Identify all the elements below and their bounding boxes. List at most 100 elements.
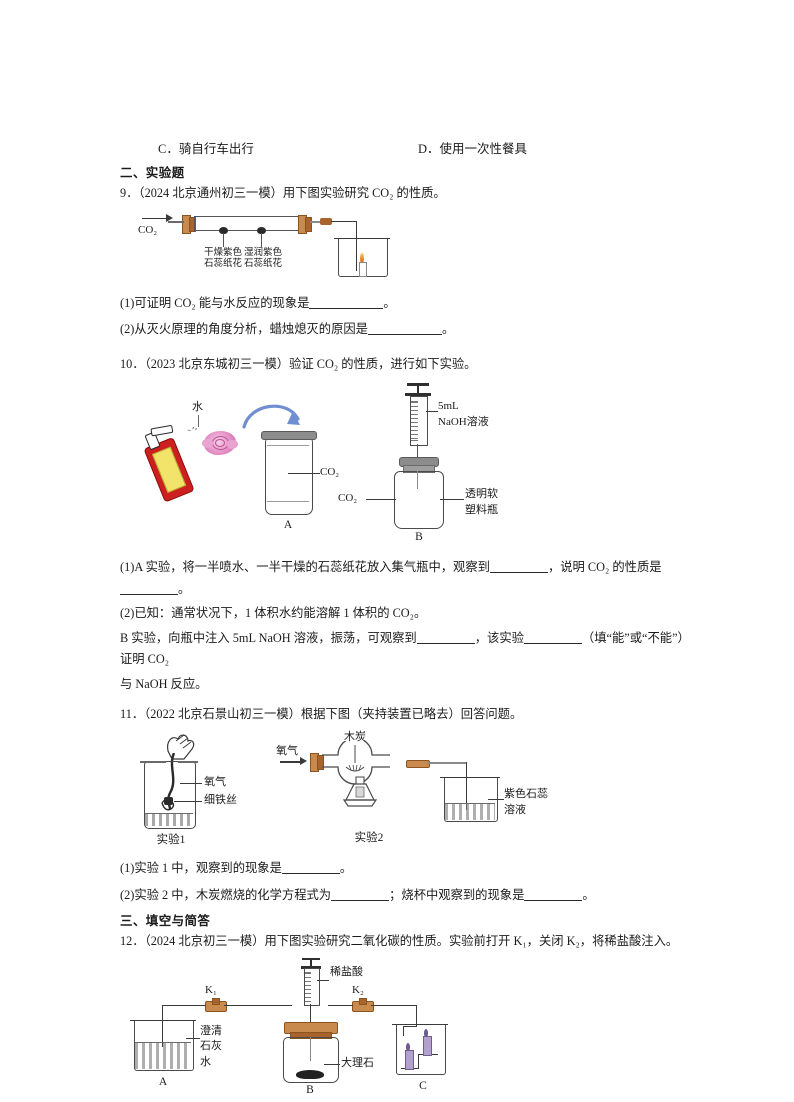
q9-left-nozzle [168, 220, 184, 223]
q9-wet-litmus-flower [257, 226, 266, 234]
q12-limewater-line3: 水 [200, 1055, 211, 1068]
q9-dry-litmus-label: 干燥紫色 石蕊纸花 [192, 248, 254, 271]
q10-sub2-c: （填“能”或“不能”）证明 CO₂ [120, 630, 684, 667]
q12-plunger-top [302, 957, 320, 961]
q10-syringe-leader [426, 411, 438, 413]
q10-sub2-line2: B 实验，向瓶中注入 5mL NaOH 溶液，振荡，可观察到 ，该实验（填“能”或… [120, 628, 688, 671]
q11-delivery-vertical [466, 762, 468, 811]
q10-syringe-volume: 5mL [438, 400, 459, 413]
q9-inlet-label: CO₂ [138, 223, 158, 236]
q10-sub1-blank2[interactable] [120, 593, 178, 595]
q10-sub2-line3: 与 NaOH 反应。 [120, 676, 208, 691]
option-c-text: 骑自行车出行 [178, 142, 254, 156]
q11-sub1-b: 。 [339, 861, 353, 876]
q12-tube-right-outer [371, 1004, 417, 1007]
q11-charcoal-label: 木炭 [344, 731, 366, 744]
q10-sub2: (2)已知：通常状况下，1 体积水约能溶解 1 体积的 CO₂。 [120, 606, 427, 621]
q12-tube-into-a [162, 1004, 163, 1047]
question-11-stem: 11．（2022 北京石景山初三一模）根据下图（夹持装置已略去）回答问题。 [120, 707, 523, 722]
q9-sub2-text: (2)从灭火原理的角度分析，蜡烛熄灭的原因是 [120, 322, 368, 337]
q11-sub2-b: ；烧杯中观察到的现象是 [389, 887, 525, 902]
q10-sub1-blank1[interactable] [489, 572, 548, 574]
q9-sub1-blank[interactable] [309, 307, 384, 309]
q10-bottle-line2: 塑料瓶 [465, 504, 498, 517]
q11-sub2-a: (2)实验 2 中，木炭燃烧的化学方程式为 [120, 887, 332, 902]
q10-water-leader [198, 415, 199, 428]
section-heading-3: 三、填空与简答 [120, 914, 211, 928]
q9-delivery-top [331, 220, 357, 222]
q12-marble-label: 大理石 [341, 1056, 374, 1069]
q10-plunger-top [407, 383, 429, 386]
q12-k2-knob[interactable] [359, 997, 367, 1005]
q9-wet-litmus-label: 湿润紫色 石蕊纸花 [232, 248, 294, 271]
q12-caption-c: C [419, 1079, 427, 1092]
q10-sub1: (1)A 实验，将一半喷水、一半干燥的石蕊纸花放入集气瓶中，观察到，说明 CO₂… [120, 557, 688, 600]
q11-solution-surface [445, 803, 495, 805]
q12-syringe-flange [301, 965, 321, 969]
q10-spray-mist: ˶ʼʼ [186, 424, 199, 437]
q9-dry-litmus-stem [223, 232, 224, 247]
q12-plunger-rod [310, 959, 312, 966]
figure-q11: 氧气 细铁丝 实验1 氧气 木炭 [120, 731, 688, 853]
q12-candle-high [423, 1035, 432, 1056]
q10-needle-inside [417, 471, 418, 490]
q10-bottle-leader [440, 499, 464, 501]
q9-sub1-text: (1)可证明 CO₂ 能与水反应的现象是 [120, 295, 310, 310]
q11-sub1-blank[interactable] [281, 873, 340, 875]
q9-outlet-connector [320, 217, 332, 225]
q12-limewater-line1: 澄清 [200, 1024, 222, 1037]
q12-limewater-line2: 石灰 [200, 1040, 222, 1053]
q11-litmus-line1: 紫色石蕊 [504, 788, 548, 801]
q11-alcohol-lamp [342, 776, 378, 807]
q9-sub2-period: 。 [441, 322, 455, 337]
q10-sub2-blank1[interactable] [416, 642, 475, 644]
q12-needle-inside-b [310, 1036, 311, 1061]
q12-candle-low [405, 1049, 414, 1070]
q10-co2a-leader [288, 473, 320, 475]
q10-bottle-label: 透明软 塑料瓶 [465, 487, 498, 519]
q9-wet-label-line1: 湿润紫色 [243, 247, 282, 258]
q10-sub2-b: ，该实验 [474, 630, 524, 645]
q10-sub2-blank2[interactable] [523, 642, 582, 644]
q12-beaker-a-rim [130, 1019, 196, 1021]
page-content: C．骑自行车出行 D．使用一次性餐具 二、实验题 9．（2024 北京通州初三一… [120, 140, 688, 1102]
q9-sub1-period: 。 [383, 295, 396, 310]
q9-sub2-blank[interactable] [367, 334, 442, 336]
q11-jar-lid-left [140, 761, 166, 764]
q11-delivery-horizontal [427, 762, 467, 764]
q12-k2-label: K₂ [352, 983, 364, 996]
q9-inlet-arrow-shaft [142, 217, 168, 220]
q11-hand-icon [167, 734, 195, 760]
q12-tube-center [310, 1004, 311, 1023]
q12-candle-high-flame [424, 1028, 428, 1037]
q12-candle-low-flame [406, 1042, 410, 1051]
q11-sub2-blank1[interactable] [331, 899, 390, 901]
q11-caption-1: 实验1 [156, 834, 186, 847]
q11-jar-lid-right [178, 761, 198, 764]
figure-q10: ˶ʼʼ 水 CO₂ A [120, 381, 688, 553]
q11-sub2-blank2[interactable] [524, 899, 583, 901]
q12-tube-c-elbow [403, 1025, 417, 1028]
q12-hcl-leader [317, 979, 329, 981]
q9-outlet-tube [310, 220, 326, 223]
q10-water-label: 水 [192, 401, 203, 414]
q10-caption-a: A [283, 519, 293, 532]
q9-wet-litmus-stem [261, 232, 262, 247]
q9-beaker-rim [334, 237, 390, 239]
section-heading-2: 二、实验题 [120, 165, 185, 180]
worksheet-page: C．骑自行车出行 D．使用一次性餐具 二、实验题 9．（2024 北京通州初三一… [120, 142, 684, 1096]
option-d: D．使用一次性餐具 [418, 140, 527, 159]
q11-oxygen1-leader [180, 783, 202, 785]
q12-k1-knob[interactable] [212, 997, 220, 1005]
q10-co2b-leader [366, 499, 396, 501]
q9-dry-litmus-flower [219, 226, 228, 234]
q11-beaker-rim [440, 777, 500, 779]
answer-options-row: C．骑自行车出行 D．使用一次性餐具 [120, 140, 688, 159]
q11-sub2-c: 。 [582, 887, 595, 902]
q11-oxygen2-arrow-shaft [280, 761, 302, 763]
q10-gas-jar-a [265, 437, 313, 516]
question-12-stem: 12．（2024 北京初三一模）用下图实验研究二氧化碳的性质。实验前打开 K₁，… [120, 934, 679, 948]
option-c: C．骑自行车出行 [158, 140, 408, 159]
q12-limewater-label: 澄清 石灰 水 [200, 1024, 222, 1070]
q10-sub2-a: B 实验，向瓶中注入 5mL NaOH 溶液，振荡，可观察到 [120, 630, 417, 645]
